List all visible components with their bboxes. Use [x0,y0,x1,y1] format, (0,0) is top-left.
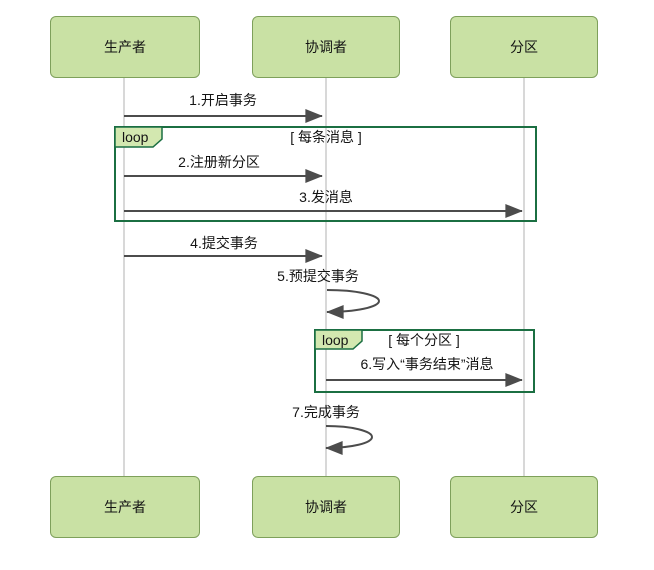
actor-partition-bottom: 分区 [450,476,598,538]
loop-fragment-1-tab [114,126,163,148]
actor-coordinator-bottom-label: 协调者 [305,499,347,515]
loop-2-condition-label: [ 每个分区 ] [388,332,460,348]
message-4-label: 4.提交事务 [190,235,258,251]
actor-partition-bottom-label: 分区 [510,499,538,515]
message-1-label: 1.开启事务 [189,92,257,108]
actor-producer-top: 生产者 [50,16,200,78]
message-2-label: 2.注册新分区 [178,154,260,170]
actor-partition-top-label: 分区 [510,39,538,55]
actor-coordinator-top: 协调者 [252,16,400,78]
actor-producer-top-label: 生产者 [104,39,146,55]
loop-fragment-2-frame [314,329,535,393]
actor-partition-top: 分区 [450,16,598,78]
loop-1-operator-label: loop [122,129,149,145]
loop-fragment-1-frame [114,126,537,222]
actor-producer-bottom: 生产者 [50,476,200,538]
message-7-self-arrow [325,425,373,455]
actor-coordinator-bottom: 协调者 [252,476,400,538]
loop-1-condition-label: [ 每条消息 ] [290,129,362,145]
actor-coordinator-top-label: 协调者 [305,39,347,55]
message-5-self-arrow [326,289,380,319]
loop-fragment-2-tab [314,329,363,350]
message-7-label: 7.完成事务 [292,404,360,420]
message-6-label: 6.写入“事务结束”消息 [360,356,494,372]
message-3-label: 3.发消息 [299,189,353,205]
actor-producer-bottom-label: 生产者 [104,499,146,515]
loop-2-operator-label: loop [322,332,349,348]
message-5-label: 5.预提交事务 [277,268,359,284]
